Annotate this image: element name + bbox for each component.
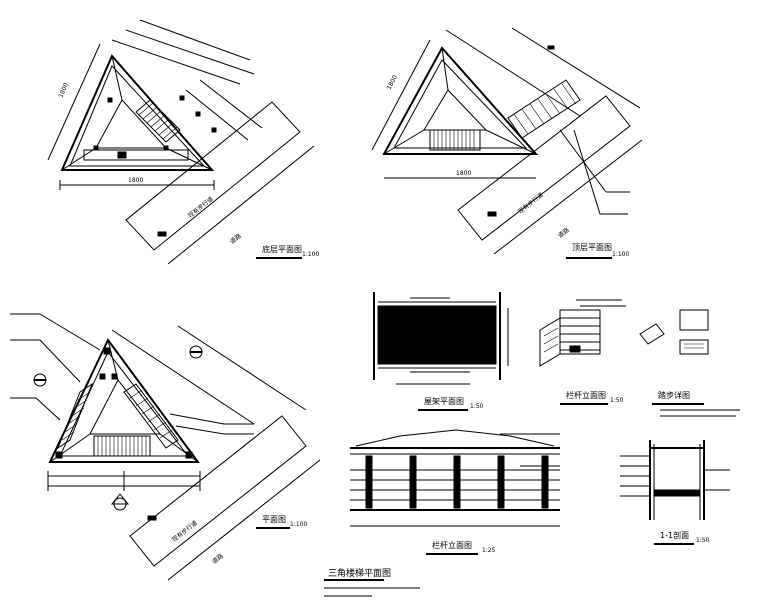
floor-plan-view: 现有步行道 道路 平面图 1:100 [10, 313, 321, 581]
top-plan-corner-text: 道路 [556, 226, 570, 240]
step-detail-view: 踏步详图 [639, 309, 740, 417]
floor-plan-road-text: 现有步行道 [170, 519, 199, 544]
column-elev-scale: 1:50 [610, 397, 624, 404]
floor-plan-left-stair [56, 382, 94, 450]
section-title: 1-1剖面 [660, 530, 689, 540]
floor-plan-title: 平面图 [262, 515, 286, 524]
ground-plan-scale: 1:100 [302, 251, 319, 258]
sheet-title-block: 三角楼梯平面图 [324, 567, 420, 597]
top-plan-view: 1800 1800 现有步行道 道路 顶层平面图 1:100 [371, 27, 643, 259]
top-plan-scale: 1:100 [612, 251, 629, 258]
sheet-title: 三角楼梯平面图 [328, 567, 391, 579]
rail-elev-scale: 1:25 [482, 547, 496, 554]
floor-plan-scale: 1:100 [290, 521, 307, 528]
top-plan-road: 现有步行道 道路 [445, 27, 643, 255]
top-plan-diagonal-stair [507, 79, 581, 139]
ground-plan-road-text: 现有步行道 [186, 195, 215, 220]
rail-elev-title: 栏杆立面图 [432, 540, 472, 550]
svg-text:1800: 1800 [456, 170, 471, 177]
rail-elev-view: 栏杆立面图 1:25 [350, 429, 560, 555]
ground-plan-title: 底层平面图 [262, 244, 302, 254]
svg-text:1800: 1800 [57, 82, 70, 99]
floor-plan-bottom-block [93, 435, 151, 457]
step-detail-title: 踏步详图 [658, 390, 690, 400]
floor-plan-corner-text: 道路 [210, 552, 224, 566]
column-elev-view: 栏杆立面图 1:50 [539, 299, 626, 405]
beam-plan-title: 屋架平面图 [424, 397, 464, 406]
floor-plan-road: 现有步行道 道路 [111, 325, 321, 581]
svg-text:1800: 1800 [128, 177, 143, 184]
column-elev-title: 栏杆立面图 [566, 390, 606, 400]
beam-plan-fill [377, 305, 497, 365]
rail-posts [365, 455, 549, 509]
floor-plan-right-stair [123, 383, 179, 449]
beam-plan-view: 屋架平面图 1:50 [373, 292, 509, 411]
beam-plan-scale: 1:50 [470, 403, 484, 410]
top-plan-road-text: 现有步行道 [516, 191, 545, 216]
section-scale: 1:50 [696, 537, 710, 544]
ground-plan-stair [135, 99, 181, 143]
section-view: 1-1剖面 1:50 [620, 440, 730, 545]
top-plan-stair-block [429, 129, 481, 151]
top-plan-title: 顶层平面图 [572, 243, 612, 252]
ground-plan-road: 现有步行道 道路 [111, 19, 315, 265]
ground-plan-corner-text: 道路 [228, 232, 242, 246]
ground-plan-view: 1800 1800 现有步行道 道路 底层平面图 1:100 [47, 19, 319, 265]
svg-text:1800: 1800 [386, 74, 399, 91]
